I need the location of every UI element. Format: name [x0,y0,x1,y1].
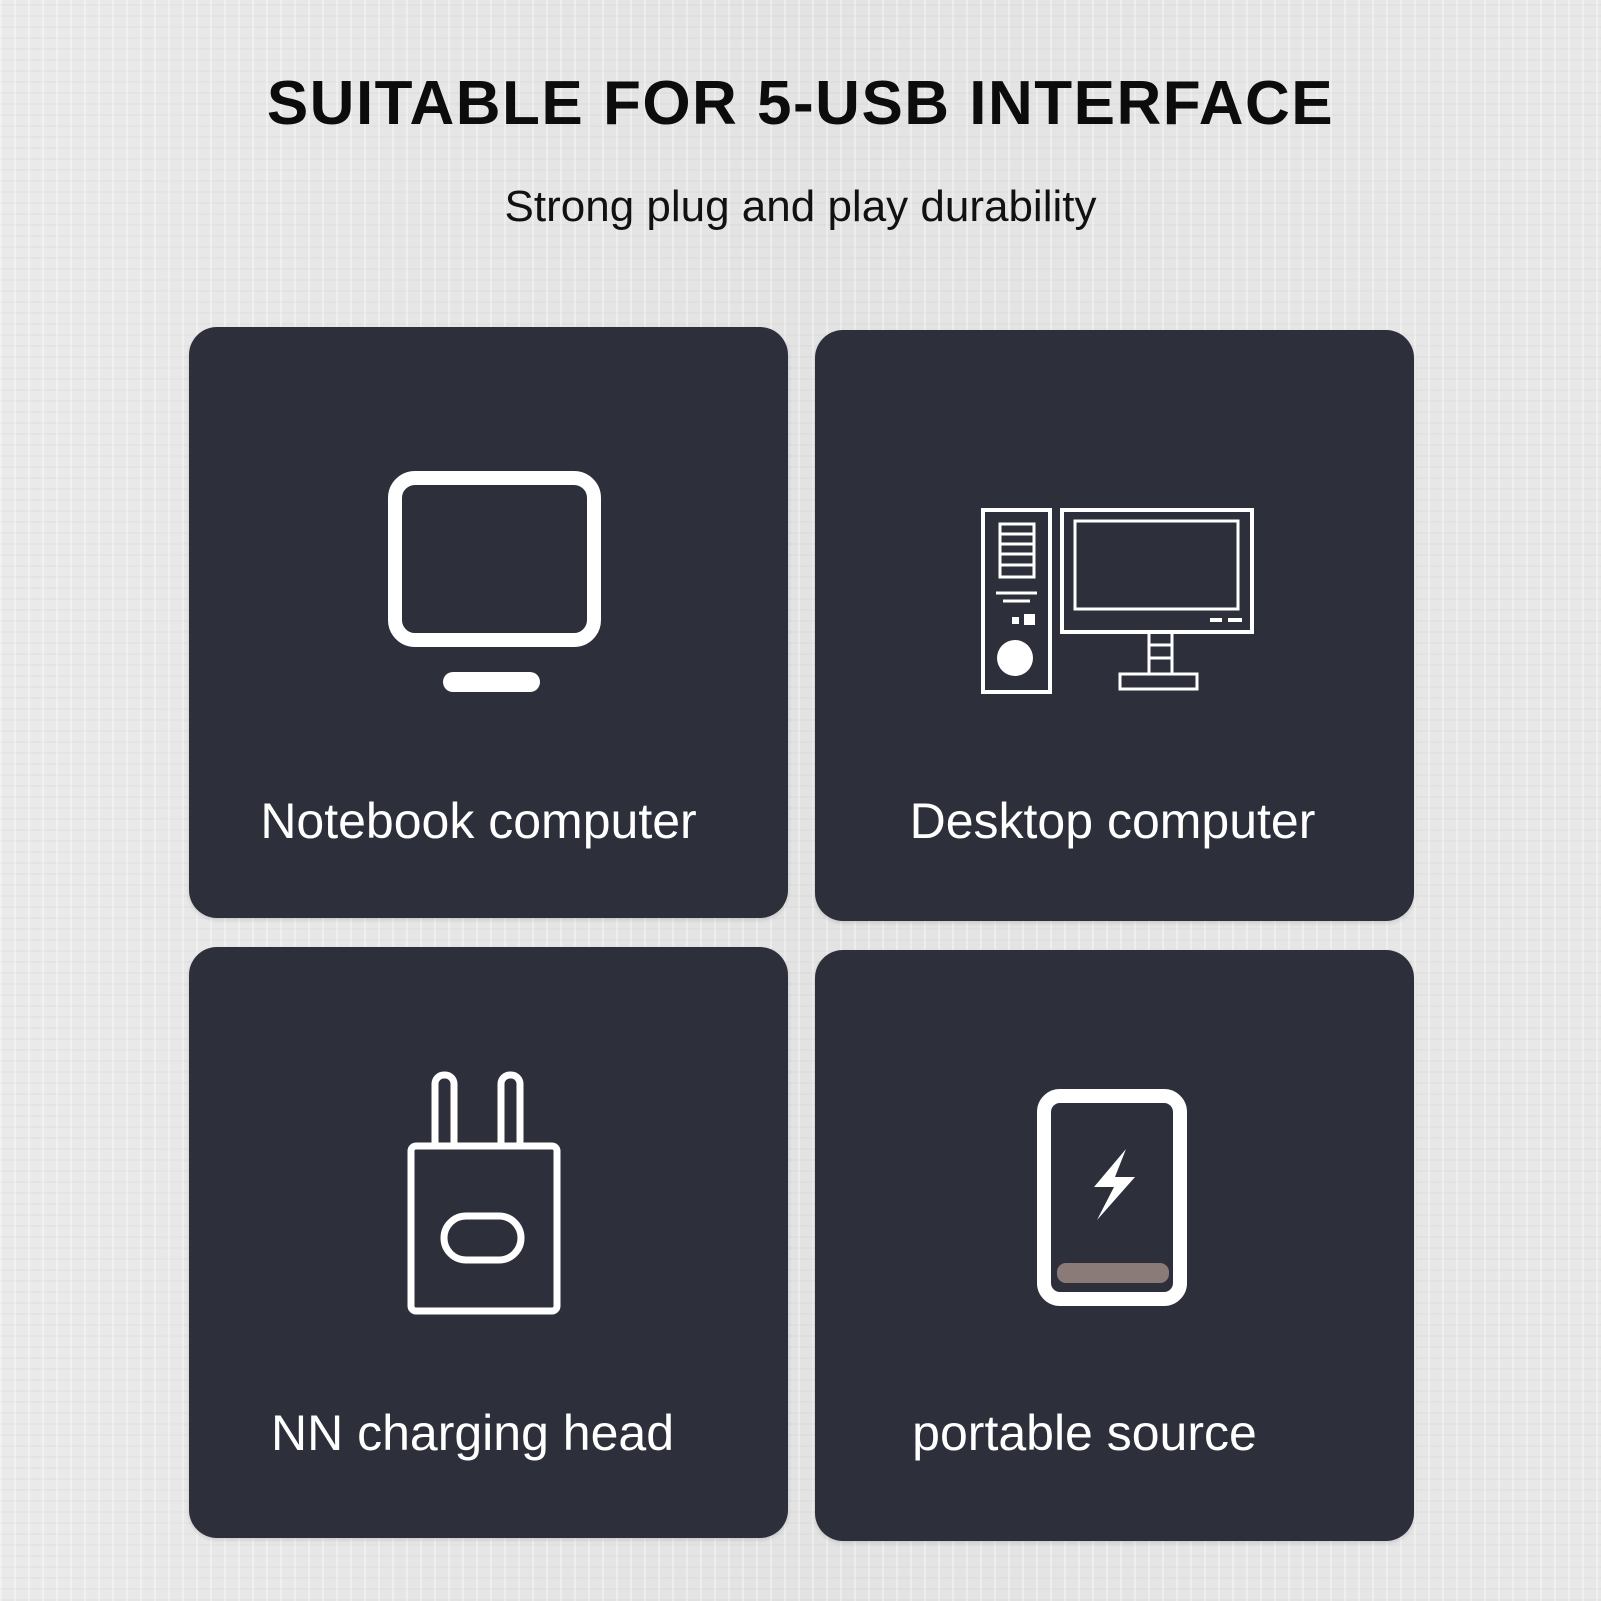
page-title: SUITABLE FOR 5-USB INTERFACE [266,69,1335,138]
card-charging-head: NN charging head [189,947,788,1538]
card-label-charging-head: NN charging head [270,1405,675,1461]
pc-tower-shape [981,508,1052,694]
page-subtitle: Strong plug and play durability [504,182,1097,231]
wall-charger-icon [407,1071,561,1315]
card-label-notebook-computer: Notebook computer [260,793,697,849]
card-portable-source: portable source [815,950,1414,1541]
desktop-computer-icon [981,508,1254,694]
lightning-bolt-icon [1094,1149,1135,1220]
card-label-portable-source: portable source [912,1405,1257,1461]
pc-monitor-shape [1060,508,1254,691]
card-desktop-computer: Desktop computer [815,330,1414,921]
card-notebook-computer: Notebook computer [189,327,788,918]
power-bank-icon [1037,1089,1187,1306]
monitor-icon [388,471,601,692]
card-label-desktop-computer: Desktop computer [909,793,1316,849]
